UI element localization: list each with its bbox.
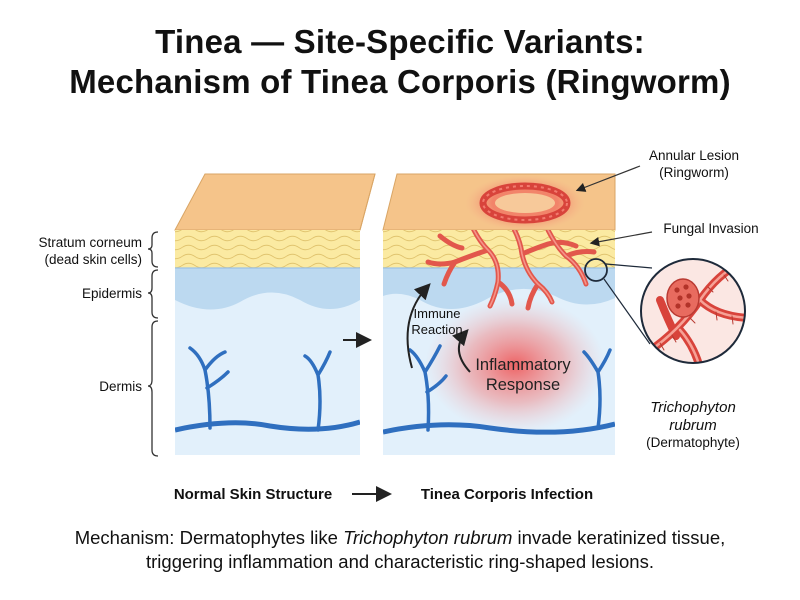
footer-organism: Trichophyton rubrum xyxy=(343,527,513,548)
label-organism-line2: rubrum xyxy=(669,417,717,434)
immune-arrow-icon xyxy=(452,329,471,373)
page-title: Tinea — Site-Specific Variants: Mechanis… xyxy=(0,22,800,102)
label-epidermis: Epidermis xyxy=(82,286,142,301)
capillary-icon xyxy=(188,346,230,430)
label-immune-line1: Immune xyxy=(414,306,461,321)
blood-vessel-icon xyxy=(175,419,360,433)
label-inflammatory-line1: Inflammatory xyxy=(475,356,571,374)
label-dermis: Dermis xyxy=(99,379,142,394)
label-annular-lesion: Annular Lesion xyxy=(649,148,739,163)
layer-brackets xyxy=(147,231,159,457)
title-line-2: Mechanism of Tinea Corporis (Ringworm) xyxy=(69,63,731,100)
mechanism-footer: Mechanism: Dermatophytes like Trichophyt… xyxy=(0,526,800,574)
label-fungal-invasion: Fungal Invasion xyxy=(663,221,758,236)
label-inflammatory-line2: Response xyxy=(486,376,560,394)
footer-line-1: Mechanism: Dermatophytes like Trichophyt… xyxy=(0,526,800,550)
infected-skin-block xyxy=(382,173,653,455)
zoom-circle xyxy=(640,258,746,364)
footer-suffix: invade keratinized tissue, xyxy=(512,527,726,548)
caption-infection: Tinea Corporis Infection xyxy=(421,486,593,503)
spore-icon xyxy=(666,278,700,318)
label-immune-line2: Reaction xyxy=(411,322,462,337)
label-organism-line1: Trichophyton xyxy=(650,399,736,416)
capillary-icon xyxy=(303,350,332,432)
capillary-icon xyxy=(408,344,448,432)
label-stratum-corneum: Stratum corneum xyxy=(38,235,142,250)
inflammation-zone xyxy=(425,297,605,433)
normal-skin-block xyxy=(174,173,376,455)
immune-arrow-icon xyxy=(406,283,431,369)
footer-prefix: Mechanism: Dermatophytes like xyxy=(74,527,344,548)
label-annular-lesion-note: (Ringworm) xyxy=(659,165,729,180)
title-line-1: Tinea — Site-Specific Variants: xyxy=(155,23,645,60)
magnify-target-icon xyxy=(584,258,608,282)
footer-line-2: triggering inflammation and characterist… xyxy=(146,551,654,572)
blood-vessel-icon xyxy=(383,421,615,435)
capillary-icon xyxy=(582,348,612,430)
label-organism-note: (Dermatophyte) xyxy=(646,435,740,450)
label-stratum-corneum-note: (dead skin cells) xyxy=(44,252,142,267)
caption-normal-skin: Normal Skin Structure xyxy=(174,486,332,503)
